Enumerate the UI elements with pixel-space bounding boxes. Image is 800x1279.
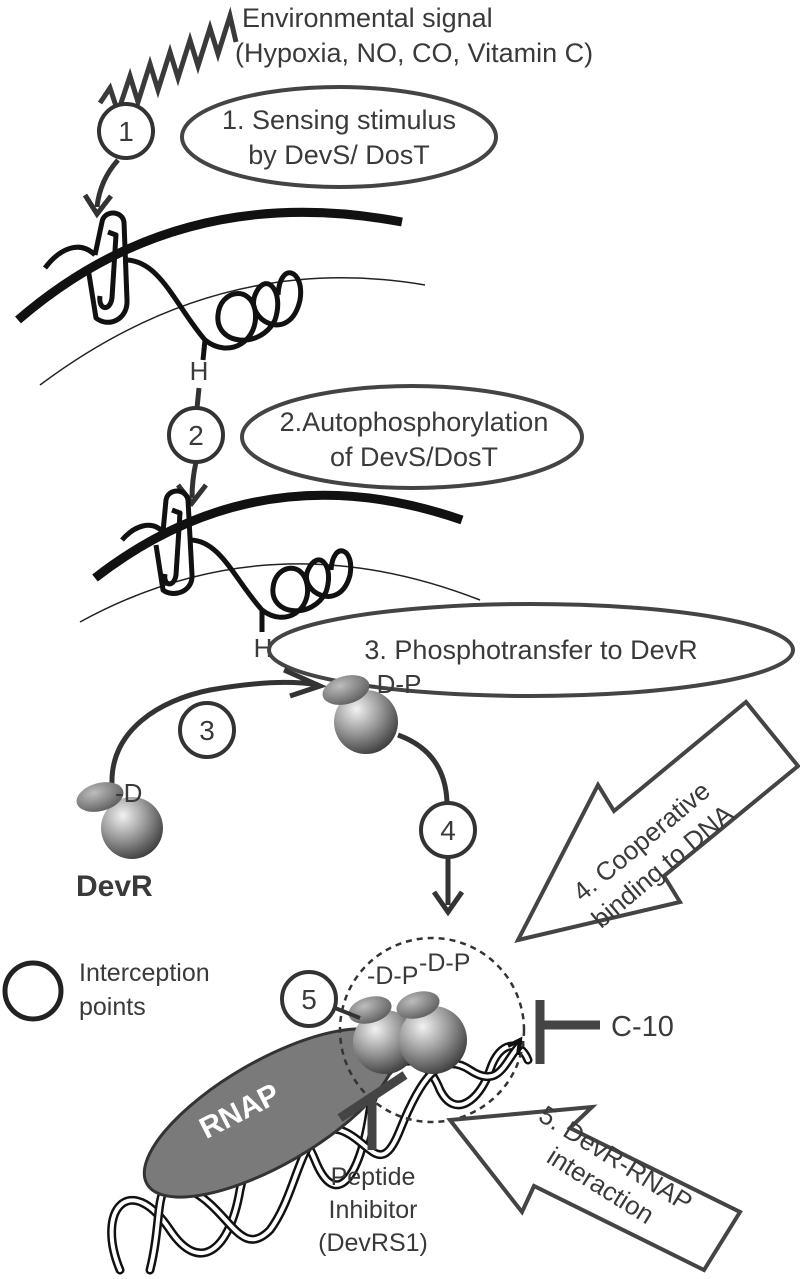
step4-arrowhead [431,890,465,917]
devr-phosphorylated [322,675,398,754]
legend-line1: Interception [79,959,210,987]
interception-point-1 [97,102,155,160]
step-4-block-arrow [514,699,800,943]
interception-point-1-number: 1 [118,116,134,147]
signal-wave [97,6,239,120]
bound-phospho-label-a: -D-P [367,962,418,990]
interception-point-5 [280,970,338,1028]
step2-arrow [189,461,199,499]
signal-label-line1: Environmental signal [242,3,493,33]
interception-point-2-number: 2 [188,420,204,451]
peptide-label-line1: Peptide [331,1163,416,1191]
devr-label: DevR [76,870,153,903]
step5-link [334,1006,361,1020]
interception-point-3-number: 3 [199,715,215,746]
histidine-label: H [190,356,209,386]
legend-line2: points [79,993,146,1021]
step-3-line1: 3. Phosphotransfer to DevR [364,635,697,665]
link-to-step2 [194,387,202,409]
interception-point-5-number: 5 [301,984,317,1015]
step-2-line2: of DevS/DosT [330,442,498,472]
peptide-inhibition-bar [337,1071,408,1122]
phosphotransfer-arrowhead [282,667,327,699]
signal-arrowhead [82,193,113,219]
legend-circle [2,960,64,1022]
step-1-line1: 1. Sensing stimulus [222,105,456,135]
membrane-1 [15,207,426,386]
membrane-2 [79,490,481,623]
promoter-arrow [507,1036,523,1056]
step-3-bubble [267,602,795,698]
histidine-bond-1 [200,339,208,361]
phosphotransfer-arc [109,680,319,786]
step-2-bubble [240,384,584,490]
signal-label-line2: (Hypoxia, NO, CO, Vitamin C) [235,38,593,68]
devr-protein [76,782,163,859]
phospho-aspartate-label: -D-P [368,669,421,699]
binding-site-circle [338,936,526,1124]
step-5-block-arrow [446,1104,743,1273]
link-to-step4 [397,732,450,803]
step-1-line2: by DevS/ DosT [248,140,430,170]
step-2-line1: 2.Autophosphorylation [280,407,549,437]
peptide-label-line2: Inhibitor [329,1196,418,1224]
signal-arrow [94,158,120,208]
c10-label: C-10 [611,1011,674,1043]
interception-point-4-number: 4 [440,815,456,846]
devr-dimer-bound [348,991,467,1074]
peptide-label-line3: (DevRS1) [318,1229,428,1257]
step-1-bubble [180,85,498,189]
aspartate-label: -D [115,778,142,808]
interception-point-3 [178,701,236,759]
bound-phospho-label-b: -D-P [419,949,470,977]
